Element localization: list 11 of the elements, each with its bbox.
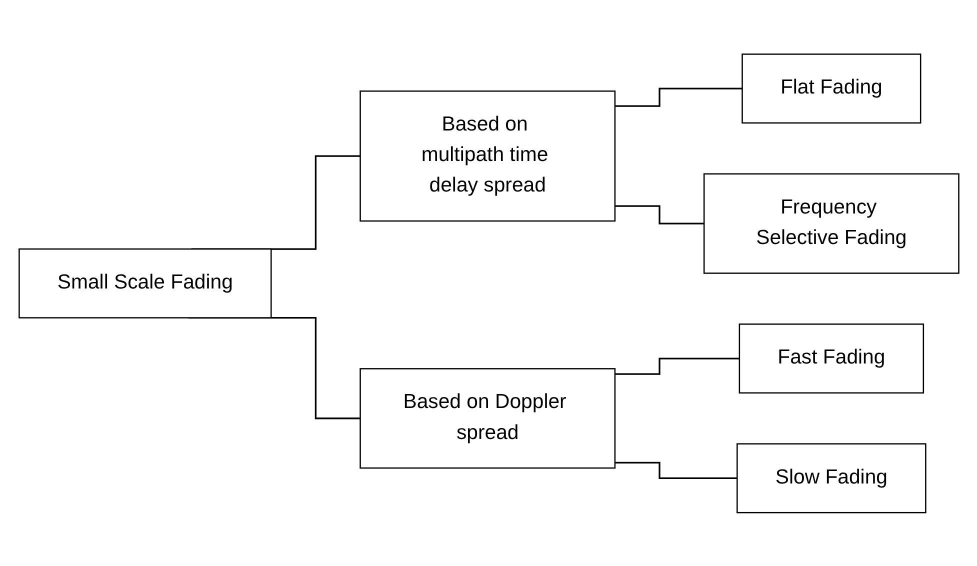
node-box: Small Scale Fading [18,248,272,318]
node-box: Flat Fading [741,53,921,124]
node-box: Slow Fading [736,442,926,513]
connector [614,357,740,374]
connector [614,204,704,224]
node-box: Frequency Selective Fading [702,172,959,274]
connector [614,87,743,106]
node-box: Based on Doppler spread [359,368,616,468]
node-box: Fast Fading [738,323,924,394]
node-box: Based on multipath time delay spread [359,90,616,222]
connector [614,461,738,479]
